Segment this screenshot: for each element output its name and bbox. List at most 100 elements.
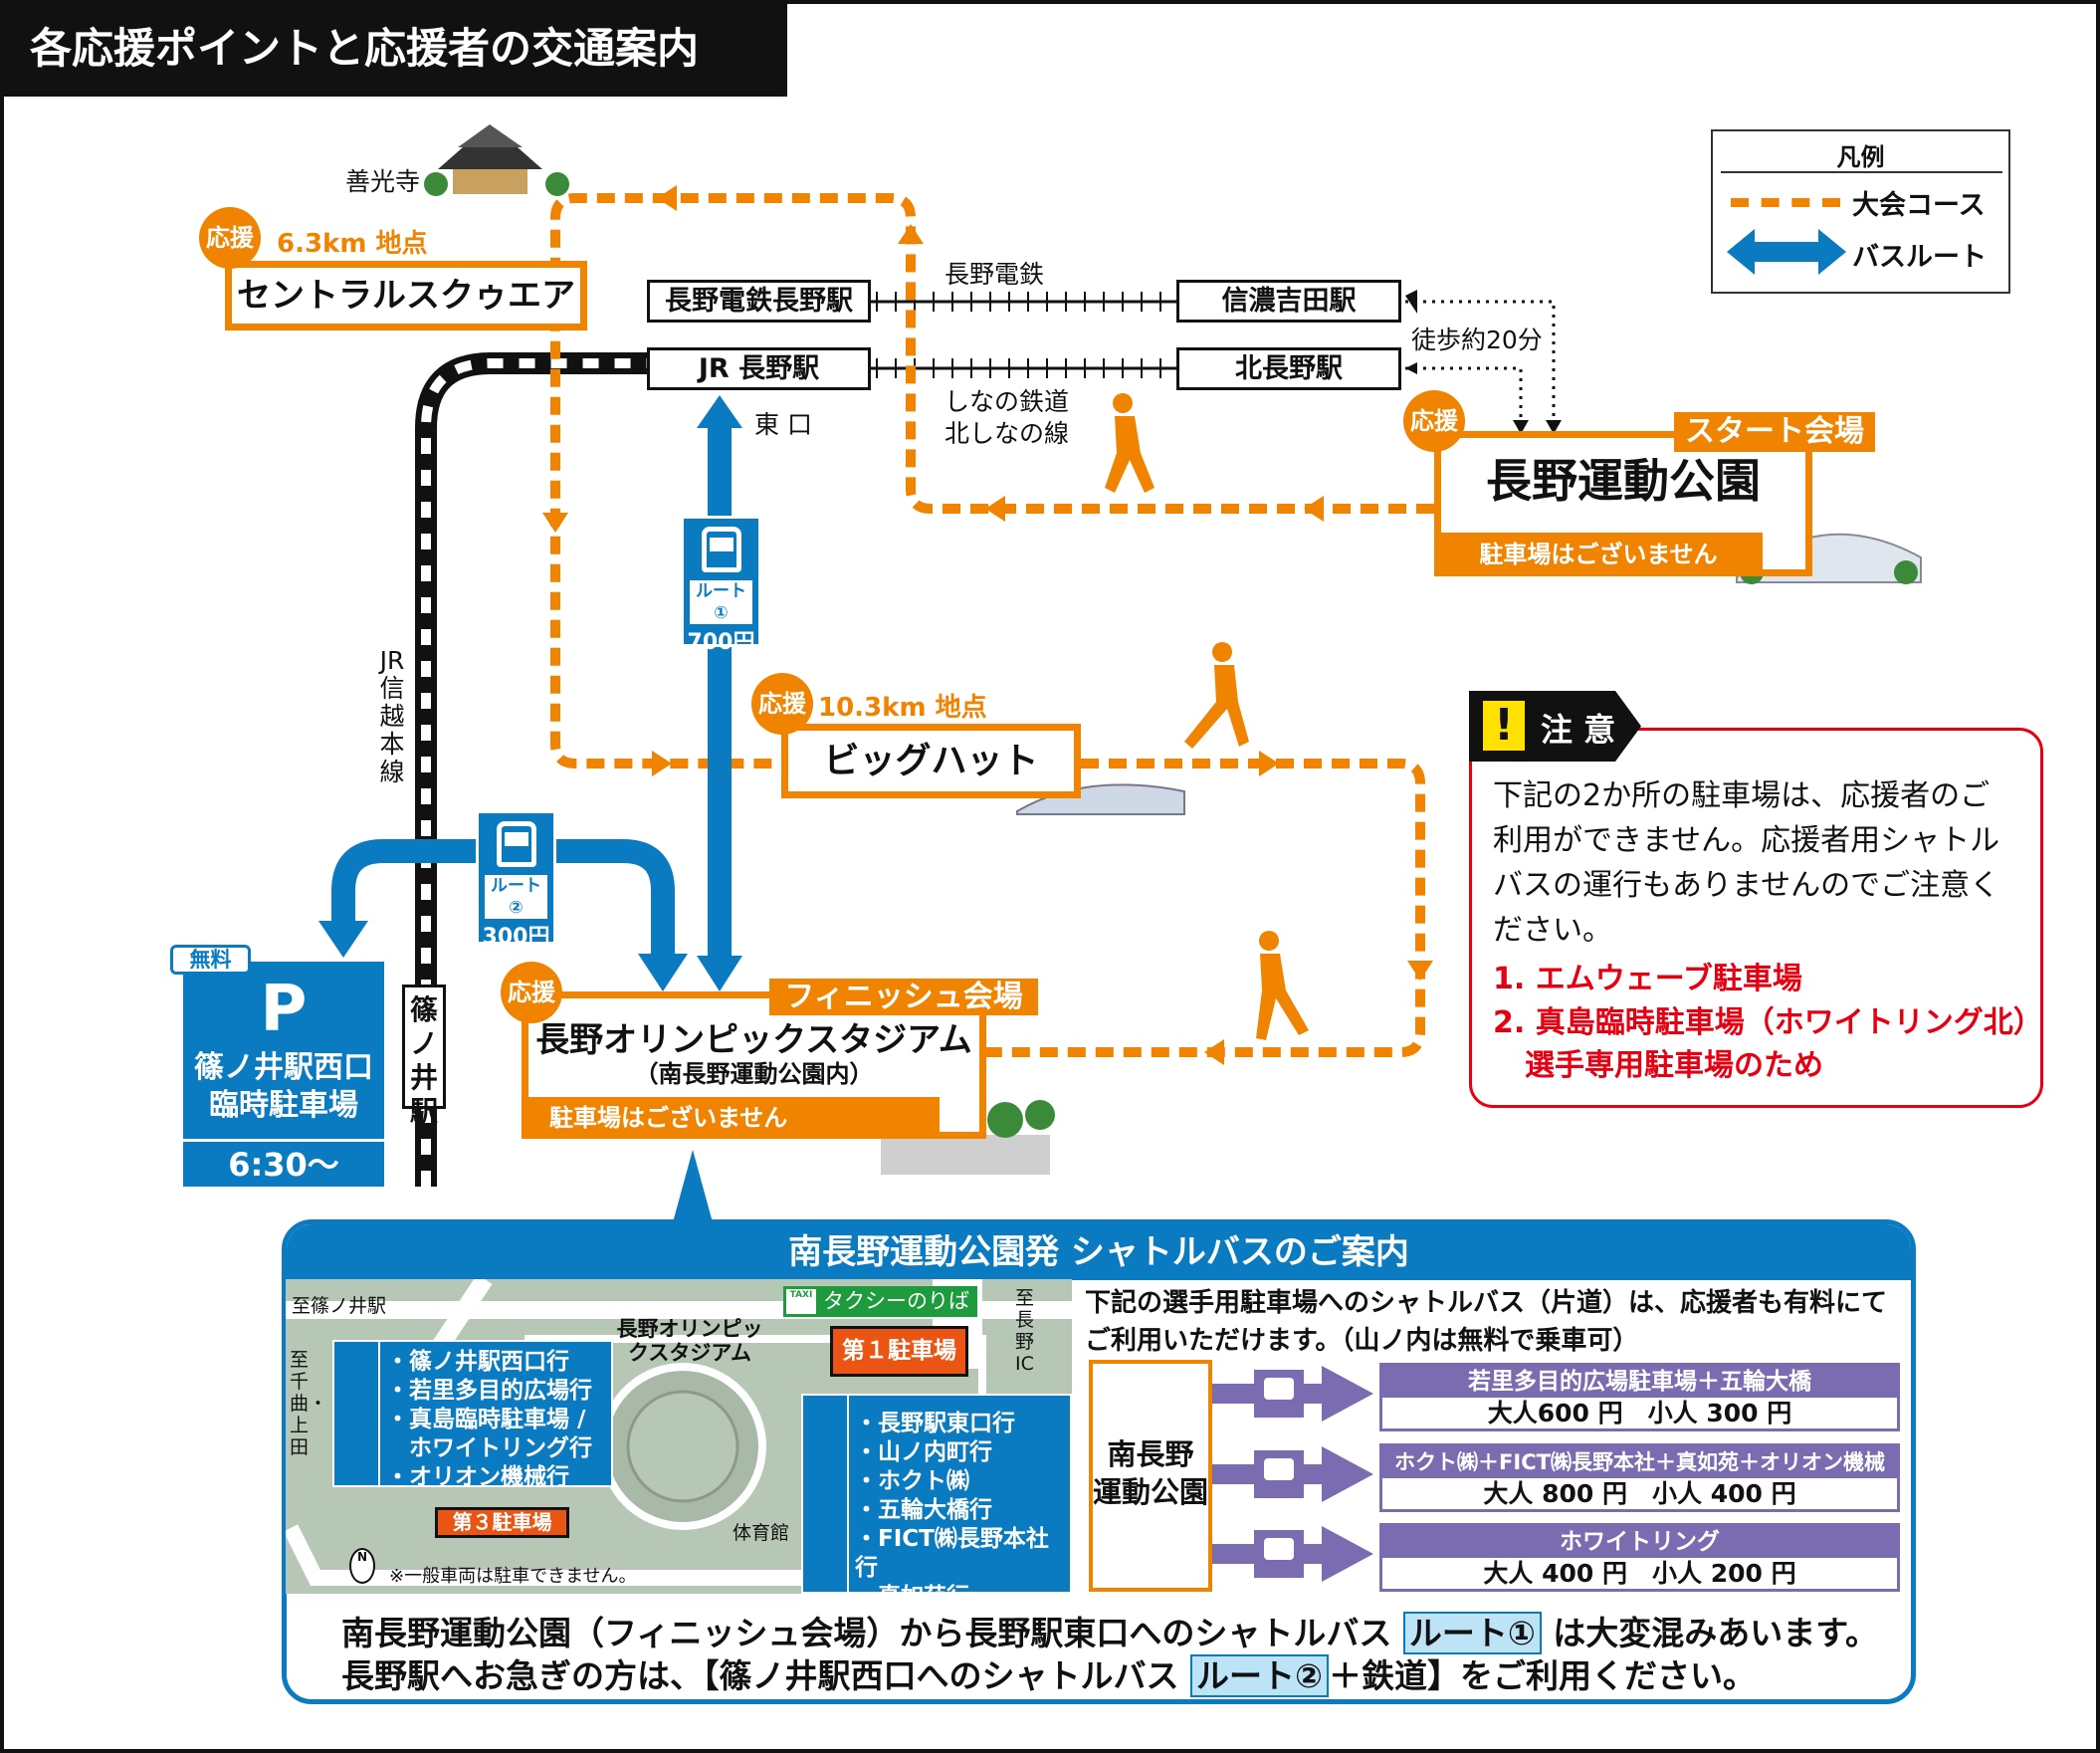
caution-box (1469, 728, 2043, 1108)
stop-item: ・五輪大橋行 (855, 1497, 992, 1523)
stop-item: ・若里多目的広場行 (386, 1378, 592, 1404)
undo-koen-name: 長野運動公園 (1486, 454, 1761, 508)
route-1-bus-box: ルート① 700円 (681, 516, 761, 655)
start-venue-tag: スタート会場 (1674, 412, 1875, 452)
station-shinano-yoshida: 信濃吉田駅 (1176, 280, 1401, 323)
to-shinonoi-label: 至篠ノ井駅 (292, 1295, 387, 1317)
right-stop-list: ・長野駅東口行 ・山ノ内町行 ・ホクト㈱ ・五輪大橋行 ・FICT㈱長野本社行 … (801, 1394, 1072, 1594)
notice-text: は大変混みあいます。 (1541, 1614, 1878, 1652)
shuttle-bus-arrows (1212, 1366, 1373, 1582)
east-exit-label: 東 口 (754, 410, 812, 439)
route-2-fare: 300円 (482, 925, 550, 950)
to-ic-label: 至長野IC (1015, 1287, 1035, 1375)
big-hat-icon (1016, 783, 1185, 815)
destination-row: ホワイトリング 大人 400 円 小人 200 円 (1379, 1523, 1900, 1592)
notice-text: ＋鉄道】をご利用ください。 (1328, 1656, 1756, 1695)
runner-icon (1105, 393, 1155, 493)
stadium-name: 長野オリンピックスタジアム (535, 1020, 972, 1060)
runner-icon (1256, 931, 1309, 1040)
destination-price: 大人 400 円 小人 200 円 (1483, 1559, 1796, 1588)
panel-pointer (673, 1150, 713, 1222)
destination-name: 若里多目的広場駐車場＋五輪大橋 (1382, 1366, 1897, 1398)
bighat-distance: 10.3km 地点 (818, 693, 987, 723)
walk-path (1405, 300, 1556, 423)
parking-lot-3: 第３駐車場 (435, 1507, 569, 1538)
course-arrow (657, 185, 677, 211)
walk-arrow-head (1513, 420, 1529, 434)
bus-icon (496, 821, 536, 867)
course-arrow (1204, 1039, 1224, 1065)
shuttle-info-line: 下記の選手用駐車場へのシャトルバス（片道）は、応援者も有料にて (1085, 1288, 1888, 1318)
destination-name: ホワイトリング (1382, 1526, 1897, 1558)
free-badge: 無料 (170, 945, 251, 975)
marathon-course (550, 193, 1434, 1057)
jr-shinetsu-line (415, 352, 647, 1187)
parking-icon: P (260, 973, 308, 1046)
exclamation-icon: ! (1483, 701, 1525, 751)
zenkoji-temple-icon (424, 124, 569, 196)
stop-item: ・篠ノ井駅西口行 (386, 1349, 569, 1375)
stop-item: ・真島臨時駐車場 / (386, 1407, 586, 1432)
bus-route-1 (697, 395, 742, 991)
stop-item: ・山ノ内町行 (855, 1439, 992, 1465)
route-2-highlight: ルート② (1190, 1654, 1329, 1697)
shuttle-panel-title: 南長野運動公園発 シャトルバスのご案内 (287, 1224, 1911, 1280)
route-1-highlight: ルート① (1402, 1612, 1542, 1654)
course-arrow (542, 513, 568, 533)
taxi-label: タクシーのりば (823, 1289, 969, 1313)
legend-course-swatch (1731, 198, 1840, 207)
caution-item: 2. 真島臨時駐車場（ホワイトリング北） (1493, 1005, 2043, 1040)
undo-no-parking: 駐車場はございません (1434, 533, 1763, 576)
stadium-sub: （南長野運動公園内） (634, 1060, 874, 1088)
route-1-fare: 700円 (687, 630, 755, 655)
zenkoji-label: 善光寺 (345, 167, 421, 196)
shinano-label: しなの鉄道 (945, 387, 1070, 416)
route-2-bus-box: ルート② 300円 (476, 810, 556, 950)
page-title: 各応援ポイントと応援者の交通案内 (0, 0, 787, 97)
caution-line: 利用ができません。応援者用シャトル (1493, 823, 2000, 858)
stop-item: ・ホクト㈱ (855, 1468, 969, 1494)
course-arrow (1259, 751, 1279, 776)
stop-item: ・FICT㈱長野本社行 (855, 1526, 1049, 1581)
notice-text: 長野駅へお急ぎの方は、【篠ノ井駅西口へのシャトルバス (341, 1656, 1190, 1695)
taxi-icon: TAXI (786, 1289, 816, 1314)
map-stadium-label: 長野オリンピックスタジアム (616, 1317, 763, 1365)
ouen-badge: 応援 (199, 207, 261, 269)
route-2-label: ルート② (485, 875, 547, 919)
route-1-label: ルート① (690, 580, 752, 624)
ouen-badge: 応援 (1403, 390, 1465, 452)
course-arrow (898, 224, 924, 244)
course-arrow (1407, 961, 1433, 981)
gym-label: 体育館 (733, 1522, 790, 1544)
kitashinano-label: 北しなの線 (945, 419, 1070, 448)
to-chikuma-label: 至千曲・上田 (290, 1349, 328, 1458)
caution-header: ! 注 意 (1469, 691, 1641, 762)
station-nagaden-nagano: 長野電鉄長野駅 (647, 280, 871, 323)
caution-title: 注 意 (1541, 711, 1616, 749)
stop-item: ・長野駅東口行 (855, 1411, 1015, 1436)
walk-time-label: 徒歩約20分 (1411, 326, 1543, 354)
no-parking-note: ※一般車両は駐車できません。 (389, 1566, 637, 1587)
shinonoi-parking-box: P 篠ノ井駅西口 臨時駐車場 6:30〜16:00 (183, 962, 384, 1229)
caution-item: 1. エムウェーブ駐車場 (1493, 962, 1802, 996)
stadium-no-parking: 駐車場はございません (522, 1097, 940, 1139)
origin-box: 南長野 運動公園 (1089, 1360, 1212, 1592)
caution-line: 下記の2か所の駐車場は、応援者のご (1493, 778, 1991, 813)
walk-arrow-head (1405, 290, 1417, 314)
station-jr-nagano: JR 長野駅 (647, 347, 871, 390)
notice-line-1: 南長野運動公園（フィニッシュ会場）から長野駅東口へのシャトルバス ルート① は大… (341, 1607, 1878, 1654)
station-shinonoi: 篠ノ井駅 (402, 985, 446, 1128)
central-square-box: セントラルスクゥエア (225, 261, 587, 330)
bus-icon-panel (334, 1342, 380, 1485)
parking-lot-1: 第１駐車場 (830, 1326, 968, 1377)
destination-row: 若里多目的広場駐車場＋五輪大橋 大人600 円 小人 300 円 (1379, 1363, 1900, 1431)
legend-course-label: 大会コース (1852, 190, 1986, 221)
course-arrow (985, 496, 1005, 522)
ouen-badge: 応援 (501, 962, 562, 1023)
ouen-badge: 応援 (751, 673, 813, 735)
origin-name: 運動公園 (1093, 1475, 1209, 1509)
walk-arrow-head (1546, 420, 1562, 434)
taxi-stand: TAXI タクシーのりば (783, 1286, 977, 1317)
stop-item: ・オリオン機械行 (386, 1464, 569, 1490)
